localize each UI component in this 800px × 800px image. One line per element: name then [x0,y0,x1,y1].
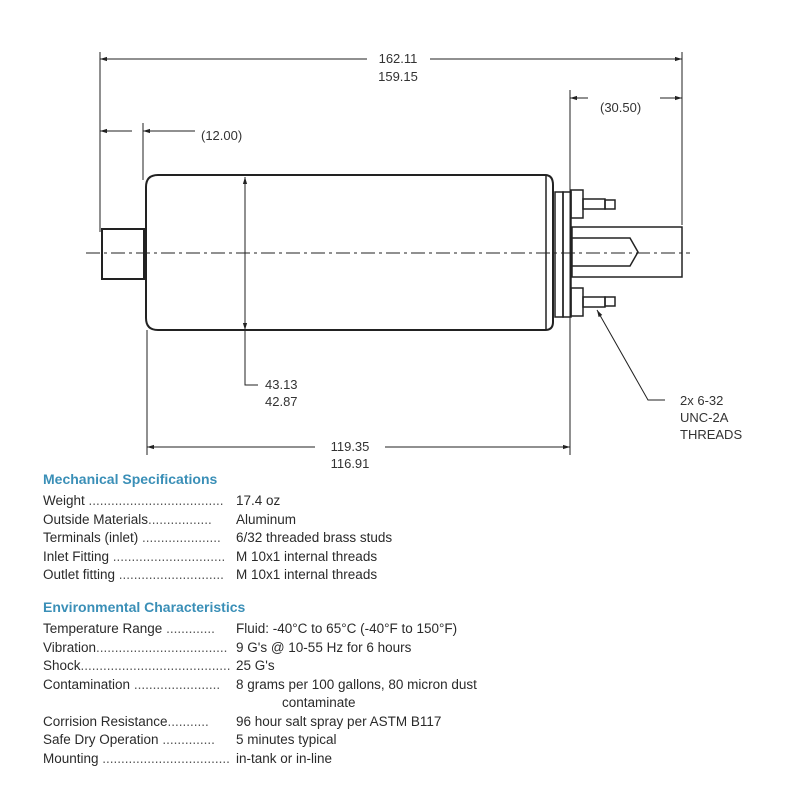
pump-body [145,174,554,331]
spec-row: Outlet fitting .........................… [43,567,378,582]
spec-row: Corrision Resistance...........96 hour s… [43,713,442,729]
spec-row: Weight .................................… [43,493,281,508]
callout-line3: THREADS [680,427,742,442]
section-title: Environmental Characteristics [43,599,246,615]
environmental-characteristics: Environmental Characteristics Temperatur… [43,598,743,768]
dim-overall-min: 159.15 [378,69,418,84]
outlet-fitting [571,226,683,278]
section-title: Mechanical Specifications [43,471,218,487]
fuel-pump-technical-drawing: 162.11 159.15 (12.00) (30.50) 43.13 42.8… [86,51,742,470]
spec-row: Mounting ...............................… [43,750,333,766]
spec-row: Temperature Range .............Fluid: -4… [43,621,458,636]
dim-inlet-length: (12.00) [201,128,242,143]
terminal-nut-bottom [570,287,584,317]
dim-body-max: 119.35 [331,439,370,454]
spec-row: Shock...................................… [43,658,275,673]
dim-diameter-max: 43.13 [265,377,298,392]
spec-row: Terminals (inlet) .....................6… [43,530,393,545]
dim-diameter-min: 42.87 [265,394,298,409]
spec-row: Vibration...............................… [43,639,412,655]
dim-overall-max: 162.11 [379,51,418,66]
spec-row: Contamination .......................8 g… [43,676,477,711]
dim-body-min: 116.91 [331,456,370,470]
dim-outlet-length: (30.50) [600,100,641,115]
inlet-fitting [101,228,145,280]
callout-line2: UNC-2A [680,410,729,425]
spec-row: Inlet Fitting ..........................… [43,548,378,564]
callout-line1: 2x 6-32 [680,393,723,408]
spec-row: Outside Materials.................Alumin… [43,511,297,527]
mechanical-specifications: Mechanical Specifications Weight .......… [43,470,743,585]
terminal-nut-top [570,189,584,219]
spec-row: Safe Dry Operation ..............5 minut… [43,732,337,747]
